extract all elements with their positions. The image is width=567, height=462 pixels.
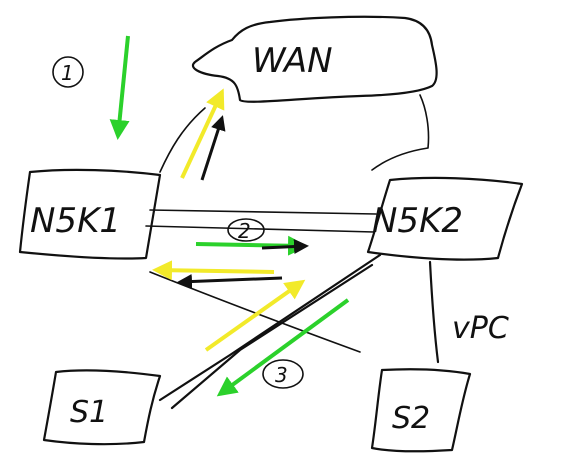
step-marker-2-text: 2 xyxy=(238,219,251,243)
black-arrow-peer xyxy=(261,239,309,255)
s1-label: S1 xyxy=(70,395,108,430)
link-n5k2-s2 xyxy=(428,260,440,364)
step-marker-2: 2 xyxy=(227,218,265,243)
step-marker-1-text: 1 xyxy=(61,61,74,85)
step-marker-3-text: 3 xyxy=(275,363,288,387)
wan-cloud: WAN xyxy=(192,15,438,103)
yellow-arrow-to-wan xyxy=(180,88,225,179)
black-arrow-left xyxy=(177,274,283,290)
link-n5k2-s1-a xyxy=(158,253,382,402)
s2-label: S2 xyxy=(392,401,430,436)
vpc-label: vPC xyxy=(452,311,509,346)
yellow-arrow-left xyxy=(152,260,275,281)
link-n5k1-wan xyxy=(159,107,206,173)
link-n5k2-s1-b xyxy=(170,263,374,410)
n5k2-switch: N5K2 xyxy=(366,176,524,261)
n5k1-switch: N5K1 xyxy=(18,168,162,260)
s1-switch: S1 xyxy=(42,369,162,446)
step-marker-3: 3 xyxy=(262,359,304,389)
flow-arrows xyxy=(109,35,350,397)
link-peer-top xyxy=(149,209,377,215)
green-arrow-to-s1 xyxy=(216,298,350,397)
link-peer-bottom xyxy=(145,225,375,233)
n5k2-label: N5K2 xyxy=(372,201,463,241)
s2-switch: S2 xyxy=(370,368,472,453)
step-marker-1: 1 xyxy=(52,56,84,88)
yellow-arrow-s1-up xyxy=(204,279,306,352)
black-arrow-to-wan xyxy=(200,115,226,181)
green-arrow-step1 xyxy=(109,35,130,140)
link-n5k2-wan xyxy=(371,94,430,171)
wan-label: WAN xyxy=(252,41,333,81)
n5k1-label: N5K1 xyxy=(30,201,121,241)
